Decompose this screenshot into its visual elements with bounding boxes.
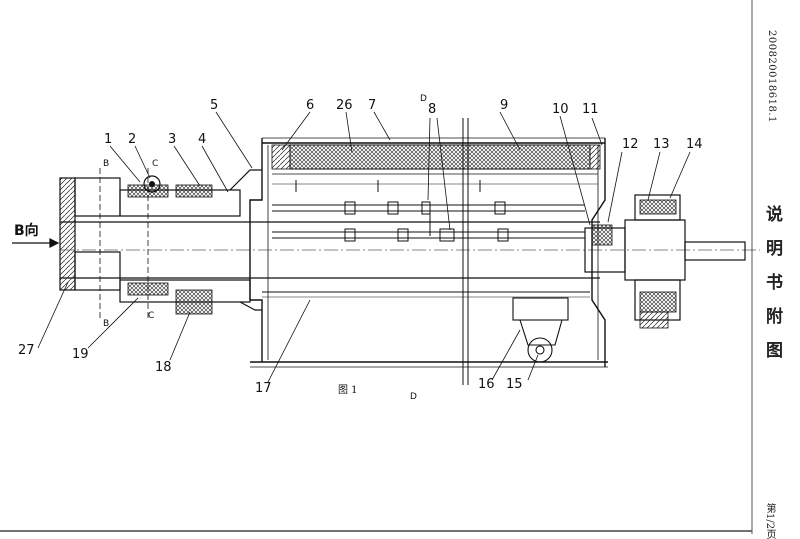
label-part-26: 26 — [336, 98, 353, 113]
right-bearing-bottom — [639, 291, 677, 313]
liner-fins — [295, 180, 481, 192]
internal-tubes — [272, 201, 585, 242]
bottom-discharge — [512, 297, 569, 363]
figure-caption: 图 1 — [338, 385, 358, 396]
label-part-11: 11 — [582, 102, 599, 117]
heating-jacket — [289, 144, 591, 170]
left-gear-bottom — [175, 289, 213, 315]
label-part-17: 17 — [255, 381, 272, 396]
right-support-foot — [639, 311, 669, 329]
section-mark-c-top: C — [152, 159, 159, 169]
label-part-5: 5 — [210, 98, 219, 113]
left-bearing-ring — [143, 175, 161, 193]
section-mark-b-top: B — [103, 159, 110, 169]
main-shaft — [60, 221, 760, 298]
label-part-2: 2 — [128, 132, 137, 147]
section-mark-d-bottom: D — [410, 392, 417, 402]
label-part-7: 7 — [368, 98, 377, 113]
label-part-16: 16 — [478, 377, 495, 392]
section-line-d — [462, 118, 469, 385]
label-part-15: 15 — [506, 377, 523, 392]
right-seal-pack — [591, 224, 613, 246]
right-bearing-top — [639, 199, 677, 215]
view-direction-label: B向 — [14, 223, 39, 239]
section-mark-b-bottom: B — [103, 319, 110, 329]
label-part-8: 8 — [428, 102, 437, 117]
drum-shell — [249, 137, 608, 368]
leader-lines — [37, 111, 691, 383]
label-part-27: 27 — [18, 343, 35, 358]
section-lines-bc — [99, 168, 149, 318]
section-mark-c-bottom: C — [148, 311, 155, 321]
label-part-18: 18 — [155, 360, 172, 375]
label-part-4: 4 — [198, 132, 207, 147]
jacket-end-right — [589, 144, 601, 170]
label-part-12: 12 — [622, 137, 639, 152]
section-mark-d-top: D — [420, 94, 427, 104]
label-part-19: 19 — [72, 347, 89, 362]
label-part-3: 3 — [168, 132, 177, 147]
document-id: 200820018618.1 — [766, 30, 777, 123]
label-part-9: 9 — [500, 98, 509, 113]
label-part-6: 6 — [306, 98, 315, 113]
label-part-1: 1 — [104, 132, 113, 147]
side-title: 说明书附图 — [762, 205, 782, 375]
label-part-10: 10 — [552, 102, 569, 117]
left-bearing-center — [149, 181, 155, 187]
left-gear-top — [175, 184, 213, 198]
view-arrow — [12, 238, 60, 248]
label-part-13: 13 — [653, 137, 670, 152]
jacket-end-left — [271, 144, 291, 170]
left-frame — [59, 169, 262, 311]
page-number: 第1/2页 — [764, 503, 775, 539]
label-part-14: 14 — [686, 137, 703, 152]
